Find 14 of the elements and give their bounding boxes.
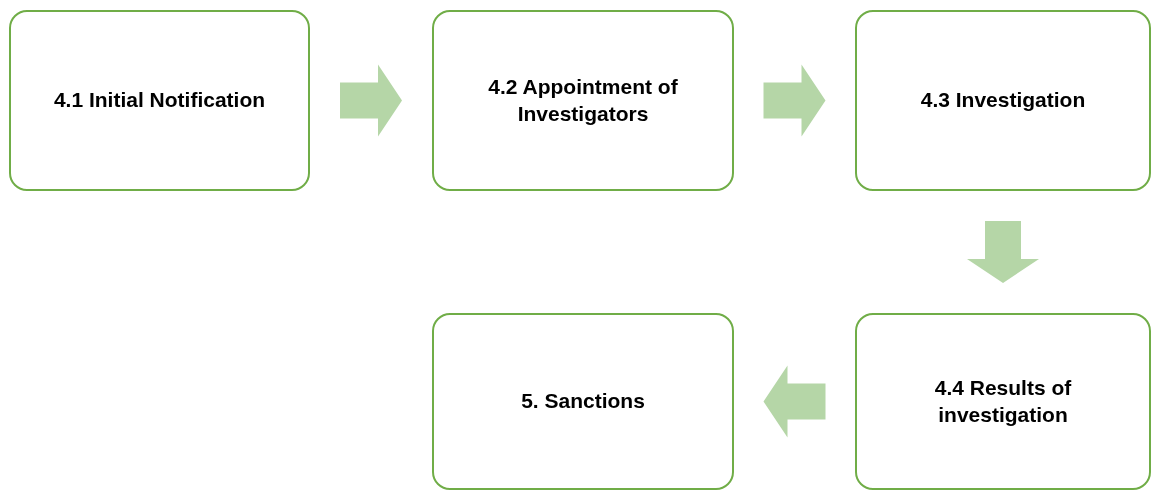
step-label: 4.3 Investigation [920, 87, 1086, 114]
block-arrow [967, 221, 1039, 283]
step-label: 4.4 Results of investigation [933, 375, 1073, 428]
step-label: 5. Sanctions [521, 388, 645, 415]
process-box [855, 10, 1151, 191]
process-box [9, 10, 310, 191]
block-arrow [763, 365, 826, 438]
block-arrow [340, 64, 402, 137]
process-box [855, 313, 1151, 490]
block-arrow [763, 64, 826, 137]
process-box [432, 313, 734, 490]
step-label: 4.2 Appointment of Investigators [487, 74, 679, 127]
step-label: 4.1 Initial Notification [53, 87, 266, 114]
process-box [432, 10, 734, 191]
